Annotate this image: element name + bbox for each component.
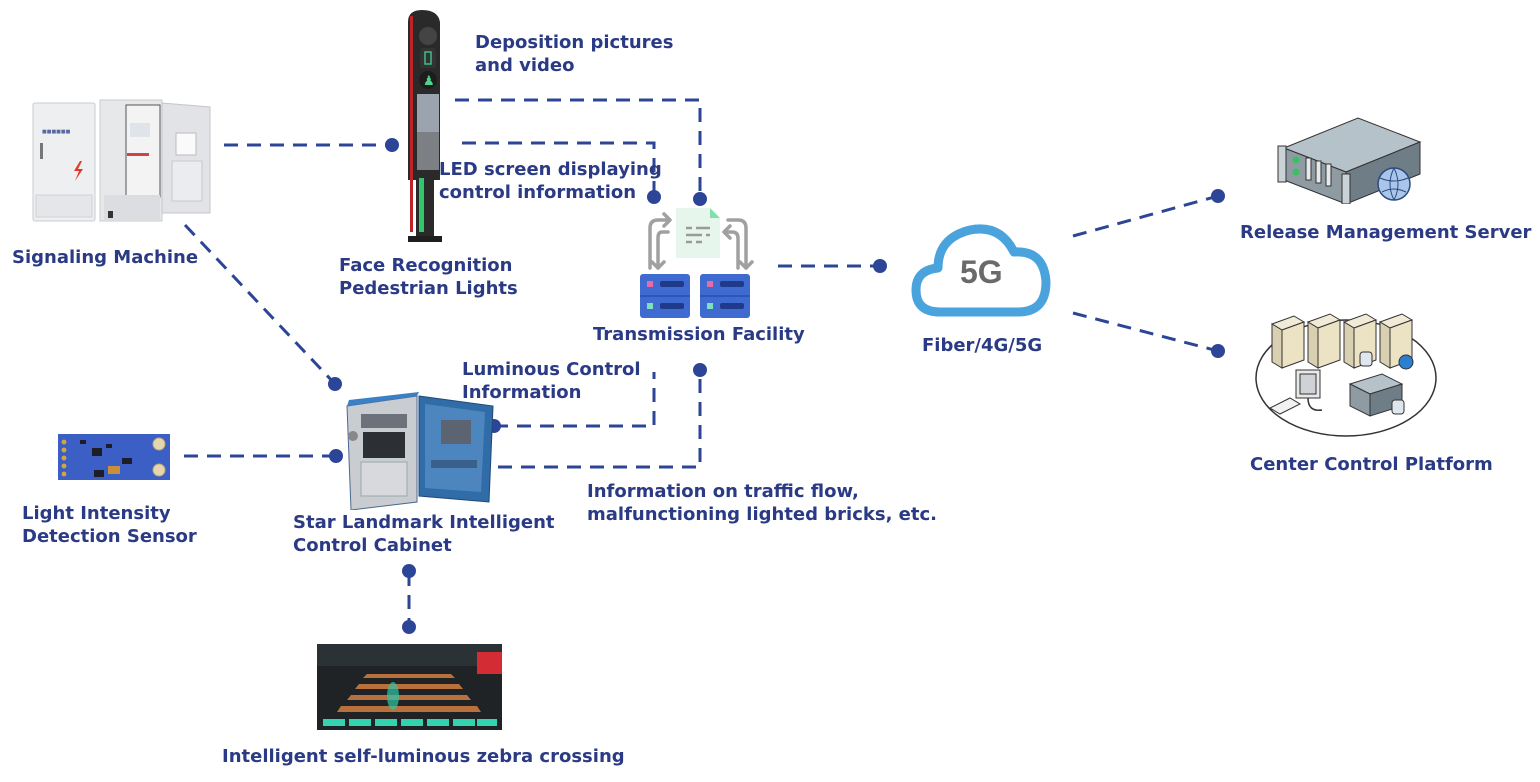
transmission-facility-label: Transmission Facility [593,324,805,345]
electrical-cabinet-icon: ■■■■■■ [32,99,211,222]
edge-traffic-info [498,372,702,469]
light-sensor-board-icon [58,434,170,480]
center-platform-node[interactable] [1252,312,1442,438]
release-server-node[interactable] [1272,112,1442,205]
zebra-crossing-node[interactable] [317,644,502,730]
edge-deposition [455,98,702,198]
edge-luminous [494,372,656,428]
rack-server-globe-icon [1277,117,1422,205]
network-node[interactable]: 5G [910,220,1052,320]
luminous-zebra-crossing-icon [317,644,502,730]
control-cabinet-icon [346,392,494,511]
connector-dot [402,564,416,578]
edge-label-traffic-info: Information on traffic flow, malfunction… [587,481,938,525]
signaling-machine-node[interactable]: ■■■■■■ [30,95,220,230]
connector-dot [1211,189,1225,203]
edge-signaling-to-cabinet [183,223,337,386]
data-exchange-servers-icon [640,208,754,318]
network-label: Fiber/4G/5G [922,335,1043,356]
edge-led-screen [462,141,656,193]
zebra-crossing-label: Intelligent self-luminous zebra crossing [222,746,625,767]
edge-network-to-release [1072,194,1219,238]
control-cabinet-label: Star Landmark Intelligent Control Cabine… [293,512,555,556]
cloud-badge: 5G [960,254,1003,290]
cloud-5g-icon [911,224,1051,317]
tower-server-icon [1270,315,1306,369]
face-recognition-label: Face Recognition Pedestrian Lights [339,255,518,299]
connector-dot [385,138,399,152]
edge-network-to-platform [1072,311,1219,353]
connector-dot [873,259,887,273]
svg-text:♟: ♟ [423,74,435,89]
connector-dot [693,363,707,377]
signaling-machine-label: Signaling Machine [12,247,199,268]
edge-label-deposition: Deposition pictures and video [475,32,674,76]
light-sensor-label: Light Intensity Detection Sensor [22,503,197,547]
face-recognition-node[interactable]: ♟ [400,8,450,244]
edge-label-luminous: Luminous Control Information [462,359,641,403]
connector-dot [329,449,343,463]
light-sensor-node[interactable] [58,432,172,482]
server-cluster-icon [1255,313,1437,437]
release-server-label: Release Management Server [1240,222,1532,243]
control-cabinet-node[interactable] [345,392,495,511]
connector-dot [1211,344,1225,358]
connector-dot [647,190,661,204]
connector-dot [328,377,342,391]
svg-text:■■■■■■: ■■■■■■ [42,129,71,135]
transmission-facility-node[interactable] [638,206,758,318]
connector-dot [693,192,707,206]
edge-label-led-screen: LED screen displaying control informatio… [439,159,662,203]
pedestrian-traffic-light-icon: ♟ [408,10,442,242]
connector-dot [402,620,416,634]
center-platform-label: Center Control Platform [1250,454,1493,475]
